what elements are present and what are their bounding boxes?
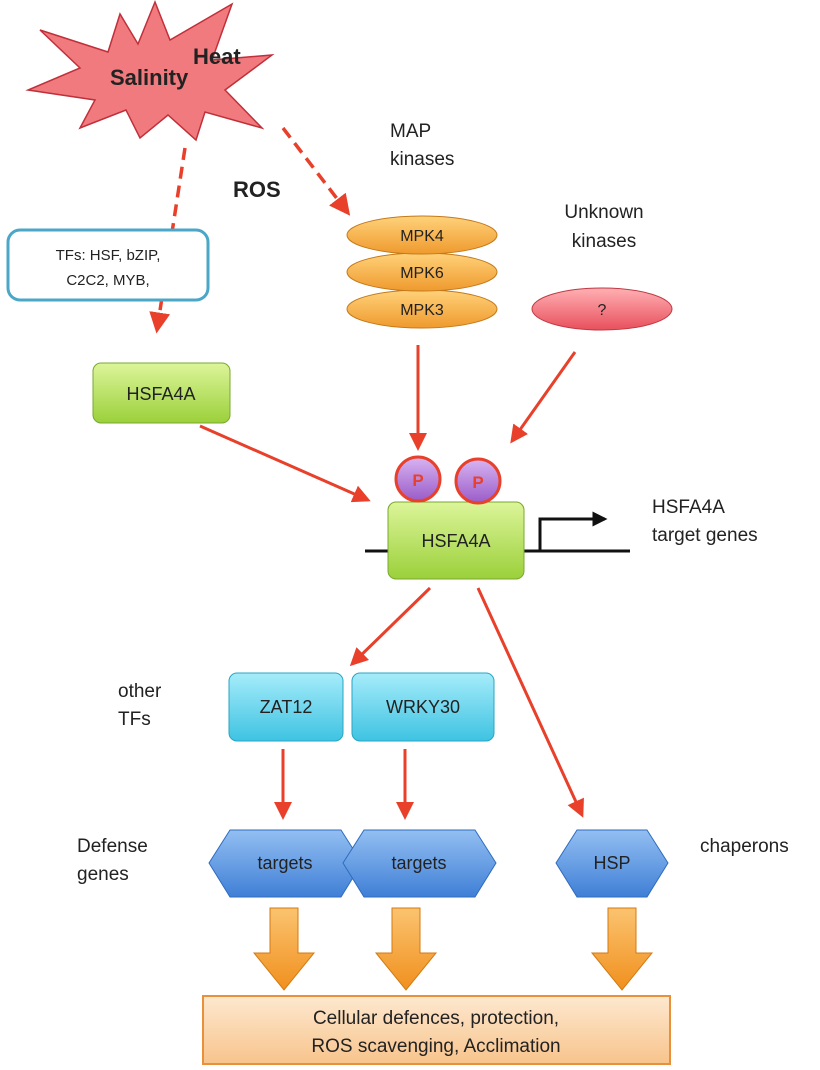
hexagon-hsp-label: HSP [593,853,630,873]
orange-arrow-1 [252,907,316,991]
tfs-line1: TFs: HSF, bZIP, [56,247,161,264]
hexagon-targets-1: targets [208,829,363,898]
hexagon-hsp: HSP [555,829,669,898]
phospho-group: P P [394,455,502,505]
hexagon-targets-2-label: targets [391,853,446,873]
mpk-stack: MPK4 MPK6 MPK3 [346,215,498,329]
unknown-kinases-line2: kinases [572,231,636,252]
unknown-kinase-symbol: ? [598,302,607,319]
target-genes-line1: HSFA4A [652,497,725,518]
tfs-box: TFs: HSF, bZIP, C2C2, MYB, [6,228,210,302]
stress-starburst: Heat Salinity [25,0,275,142]
outcome-box: Cellular defences, protection, ROS scave… [202,995,671,1065]
map-kinases-line1: MAP [390,121,431,142]
salinity-label: Salinity [110,65,189,90]
outcome-line2: ROS scavenging, Acclimation [311,1036,560,1057]
unknown-kinases-line1: Unknown [564,202,643,223]
unknown-kinase-ellipse: ? [531,287,673,331]
zat12-label: ZAT12 [260,697,313,717]
mpk4-label: MPK4 [400,228,444,245]
heat-label: Heat [193,44,241,69]
orange-arrow-3 [590,907,654,991]
hexagon-targets-1-label: targets [257,853,312,873]
map-kinases-line2: kinases [390,149,454,170]
chaperons-label: chaperons [700,836,789,857]
wrky30-box: WRKY30 [351,672,495,742]
mpk6-label: MPK6 [400,265,444,282]
hsfa4a-center-label: HSFA4A [421,531,490,551]
zat12-box: ZAT12 [228,672,344,742]
target-genes-line2: target genes [652,525,758,546]
arrow-upstream-to-hsfa4a [199,424,371,503]
other-tfs-line1: other [118,681,162,702]
arrow-unknown-to-hsfa4a [510,351,577,444]
arrow-hsfa4a-to-tfs [349,586,432,667]
hsfa4a-center-box: HSFA4A [387,501,525,580]
hexagon-targets-2: targets [342,829,497,898]
hsfa4a-upstream-label: HSFA4A [126,384,195,404]
wrky30-label: WRKY30 [386,697,460,717]
ros-label: ROS [233,177,281,202]
outcome-line1: Cellular defences, protection, [313,1008,559,1029]
hsfa4a-upstream-box: HSFA4A [92,362,231,424]
orange-arrow-2 [374,907,438,991]
phospho-label-1: P [412,471,423,490]
dashed-arrow-to-mpk [281,126,351,216]
tfs-line2: C2C2, MYB, [66,272,149,289]
other-tfs-line2: TFs [118,709,151,730]
mpk3-label: MPK3 [400,302,444,319]
arrow-hsfa4a-to-hsp [476,587,584,818]
transcription-start-arrow [538,511,608,551]
defense-genes-line1: Defense [77,836,148,857]
defense-genes-line2: genes [77,864,129,885]
phospho-label-2: P [472,473,483,492]
